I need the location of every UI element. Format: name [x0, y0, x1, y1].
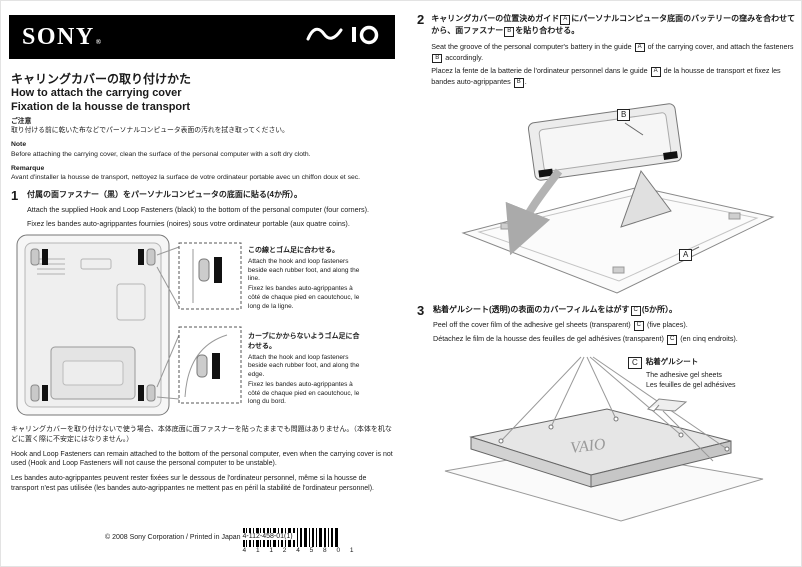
step-1-body: 付属の面ファスナー（黒）をパーソナルコンピュータの底面に貼る(4か所）。 Att…	[27, 189, 369, 233]
callout-line-fr: Fixez les bandes auto-agrippantes à côté…	[248, 285, 360, 310]
callout-gel-sheet: C 粘着ゲルシート The adhesive gel sheets Les fe…	[628, 357, 790, 418]
label-b: B	[617, 109, 631, 121]
fastener-strip	[42, 249, 48, 265]
step-3-diagram: VAIO C 粘着ゲルシート The adhesive gel shee	[431, 349, 795, 544]
inset-detail-line	[156, 242, 242, 310]
callout-gel-fr: Les feuilles de gel adhésives	[646, 381, 736, 389]
vaio-logo-icon	[306, 25, 379, 44]
rubber-foot	[30, 248, 40, 266]
gel-c-ref: C	[630, 306, 641, 316]
laptop-lid-logo: VAIO	[569, 436, 606, 457]
fastener-b-ref: B	[513, 78, 524, 88]
remark-fr: Les bandes auto-agrippantes peuvent rest…	[11, 475, 374, 492]
registered-mark: ®	[95, 38, 103, 46]
fastener-b-ref: B	[504, 27, 515, 37]
callout-line: この線とゴム足に合わせる。 Attach the hook and loop f…	[248, 246, 366, 312]
gel-c-ref: C	[666, 335, 678, 345]
step-1: 1 付属の面ファスナー（黒）をパーソナルコンピュータの底面に貼る(4か所）。 A…	[11, 189, 399, 233]
copyright-text: © 2008 Sony Corporation / Printed in Jap…	[105, 534, 241, 541]
laptop-closed: VAIO	[469, 408, 732, 488]
fastener-strip	[538, 168, 554, 178]
step-1-text-ja: 付属の面ファスナー（黒）をパーソナルコンピュータの底面に貼る(4か所）。	[27, 190, 302, 199]
guide-a-ref: A	[650, 67, 661, 77]
step-2-text-en: Seat the groove of the personal computer…	[431, 41, 794, 64]
fastener-b-ref: B	[432, 53, 443, 64]
rubber-foot	[30, 384, 40, 402]
step-2-text-fr: Placez la fente de la batterie de l'ordi…	[431, 66, 781, 88]
laptop-bottom-illustration	[16, 234, 242, 416]
callout-curve-en: Attach the hook and loop fasteners besid…	[248, 353, 360, 379]
notice-text-fr: Avant d'installer la housse de transport…	[11, 173, 361, 181]
guide-a-ref: A	[634, 42, 645, 53]
remark-block: キャリングカバーを取り付けないで使う場合、本体底面に面ファスナーを貼ったままでも…	[11, 425, 395, 499]
inset-detail-curve	[156, 326, 242, 404]
footer: © 2008 Sony Corporation / Printed in Jap…	[105, 528, 358, 554]
laptop-on-stand	[527, 103, 683, 228]
cover-placement-illustration	[461, 103, 775, 294]
remark-en: Hook and Loop Fasteners can remain attac…	[11, 450, 393, 468]
sony-logo: SONY®	[22, 24, 103, 50]
fastener-strip	[42, 385, 48, 401]
gel-c-ref: C	[633, 321, 644, 331]
step-3-text-fr: Détachez le film de la housse des feuill…	[433, 334, 738, 345]
notice-label-fr: Remarque	[11, 164, 45, 172]
placement-arrow-icon	[505, 168, 563, 256]
step-2-diagram: B A	[431, 101, 795, 301]
brand-header: SONY® VAIO	[9, 15, 395, 59]
notice-block: ご注意 取り付ける前に乾いた布などでパーソナルコンピュータ表面の汚れを拭き取って…	[11, 117, 397, 182]
label-c: C	[628, 357, 642, 369]
callout-line-ja: この線とゴム足に合わせる。	[248, 247, 339, 254]
page-title-fr: Fixation de la housse de transport	[11, 101, 191, 113]
laptop-bottom-view	[16, 234, 170, 416]
callout-curve: カーブにかからないようゴム足に合わせる。 Attach the hook and…	[248, 332, 366, 408]
step-3-number: 3	[417, 303, 425, 318]
vent-lines	[37, 258, 65, 275]
fastener-strip	[138, 385, 144, 401]
fastener-strip	[663, 151, 678, 160]
cover-fastener-pad	[500, 222, 513, 230]
step-1-diagram: この線とゴム足に合わせる。 Attach the hook and loop f…	[11, 229, 399, 423]
callout-curve-ja: カーブにかからないようゴム足に合わせる。	[248, 333, 360, 350]
page-title-ja: キャリングカバーの取り付けかた	[11, 72, 192, 86]
step-2-number: 2	[417, 12, 425, 27]
part-number: 4-112-458-01(1)	[242, 533, 295, 540]
step-1-text-fr: Fixez les bandes auto-agrippantes fourni…	[27, 219, 350, 229]
step-3-text-en: Peel off the cover film of the adhesive …	[433, 320, 688, 331]
step-1-text-en: Attach the supplied Hook and Loop Fasten…	[27, 205, 369, 215]
gel-sheet-icon	[646, 398, 688, 412]
notice-label-ja: ご注意	[11, 118, 32, 125]
guide-a-ref: A	[560, 15, 571, 25]
notice-label-en: Note	[11, 141, 27, 149]
callout-gel-ja: 粘着ゲルシート	[645, 357, 699, 366]
page-title-en: How to attach the carrying cover	[11, 87, 182, 99]
notice-text-en: Before attaching the carrying cover, cle…	[11, 150, 311, 158]
cover-fastener-pad	[728, 212, 741, 220]
rubber-foot	[146, 384, 156, 402]
label-a: A	[679, 249, 693, 261]
callout-curve-fr: Fixez les bandes auto-agrippantes à côté…	[248, 380, 360, 406]
leader-line-b	[624, 122, 644, 136]
step-1-number: 1	[11, 188, 19, 203]
callout-gel-en: The adhesive gel sheets	[646, 372, 722, 379]
barcode-digits: 4 1 1 2 4 5 8 0 1	[242, 547, 358, 554]
fastener-strip	[138, 249, 144, 265]
carrying-cover-open	[461, 186, 775, 294]
remark-ja: キャリングカバーを取り付けないで使う場合、本体底面に面ファスナーを貼ったままでも…	[11, 426, 392, 443]
leader-line-c	[662, 410, 714, 462]
callout-line-en: Attach the hook and loop fasteners besid…	[248, 257, 360, 283]
barcode: 4-112-458-01(1) 4 1 1 2 4 5 8 0 1	[242, 528, 358, 554]
rubber-foot	[146, 248, 156, 266]
vaio-logo: VAIO	[306, 23, 382, 52]
cover-fastener-pad	[612, 266, 625, 274]
notice-text-ja: 取り付ける前に乾いた布などでパーソナルコンピュータ表面の汚れを拭き取ってください…	[11, 127, 289, 135]
